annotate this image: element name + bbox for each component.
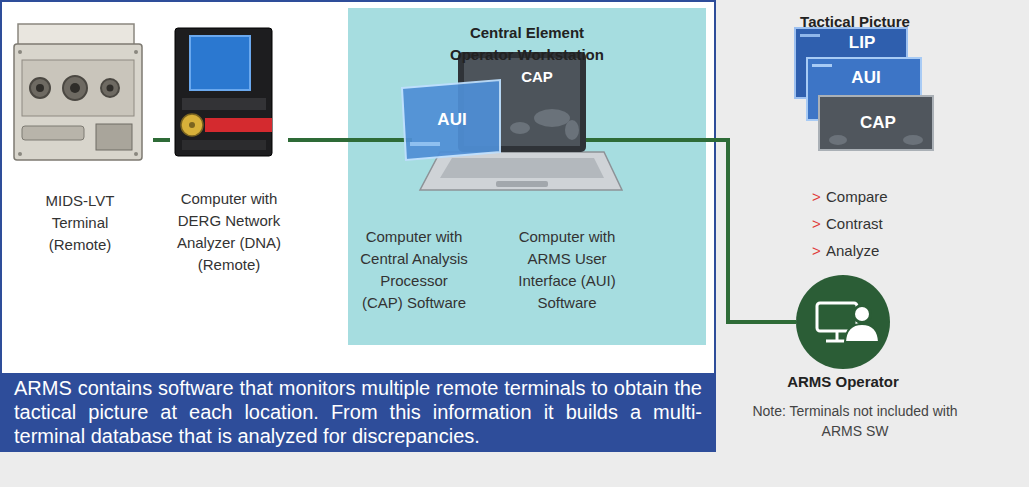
workstation-box: Central Element Operator WorkstationComp… xyxy=(348,8,706,345)
terminal-node: MIDS-LVT Terminal (Remote) xyxy=(8,20,153,270)
list-marker: > xyxy=(812,242,821,259)
tactical-picture-screens-part xyxy=(800,34,820,37)
screen-label: CAP xyxy=(521,68,553,85)
operator-circle: ARMS Operator xyxy=(796,275,890,369)
device-caption: Computer with ARMS User Interface (AUI) … xyxy=(505,226,629,314)
device-caption: Computer with DERG Network Analyzer (DNA… xyxy=(170,188,288,276)
tactical-picture-screens-part xyxy=(903,135,923,145)
analyzer-node: Computer with DERG Network Analyzer (DNA… xyxy=(170,20,288,282)
tactical-picture-screens-part xyxy=(812,64,832,67)
section-heading: Tactical Picture xyxy=(800,13,910,30)
network-link xyxy=(706,140,796,322)
list-marker: > xyxy=(812,215,821,232)
tactical-picture-screens xyxy=(795,28,933,150)
list-item: Analyze xyxy=(826,242,879,259)
box-heading: Central Element Operator Workstation xyxy=(437,22,617,66)
screen-label: CAP xyxy=(860,113,896,133)
screen-label: AUI xyxy=(851,68,880,88)
device-caption: MIDS-LVT Terminal (Remote) xyxy=(30,190,130,256)
list-item: Contrast xyxy=(826,215,883,232)
tactical-picture-screens-part xyxy=(819,96,933,150)
screen-label: LIP xyxy=(849,33,875,53)
note-text: Note: Terminals not included with ARMS S… xyxy=(749,401,961,441)
device-caption: Computer with Central Analysis Processor… xyxy=(358,226,470,314)
list-marker: > xyxy=(812,188,821,205)
summary-panel: ARMS contains software that monitors mul… xyxy=(0,0,716,452)
tactical-picture-screens-part xyxy=(829,135,847,145)
operator-heading: ARMS Operator xyxy=(787,371,899,393)
summary-band-text: ARMS contains software that monitors mul… xyxy=(0,373,716,452)
tactical-picture-screens-part xyxy=(795,28,907,98)
tactical-picture-screens-part xyxy=(807,58,921,120)
list-item: Compare xyxy=(826,188,888,205)
screen-label: AUI xyxy=(437,110,466,130)
